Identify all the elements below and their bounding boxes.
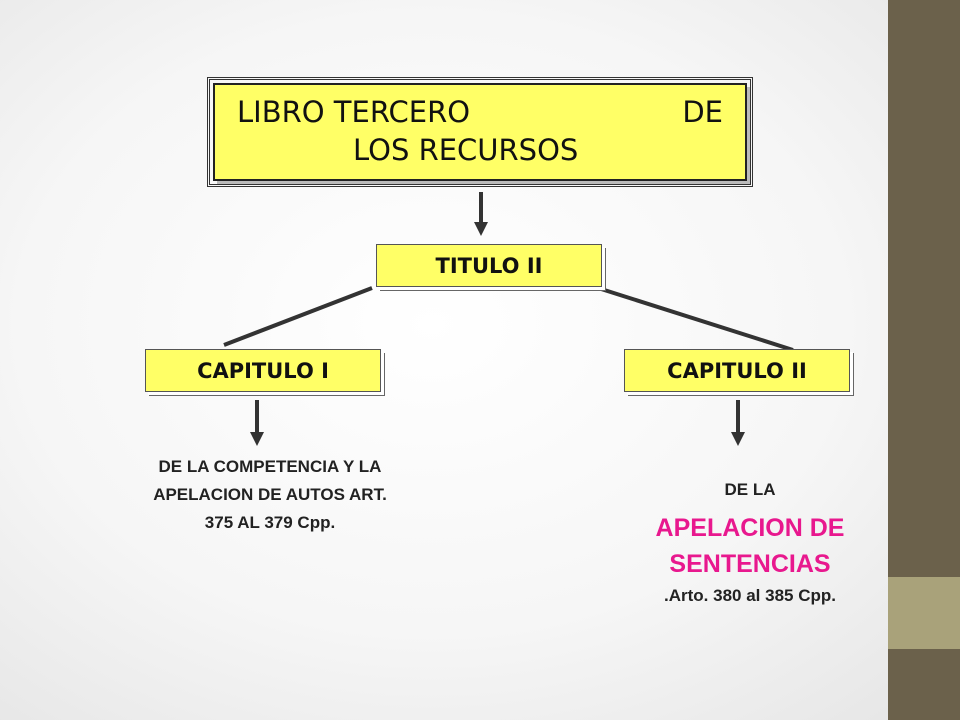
capitulo-1-desc-line2: APELACION DE AUTOS ART. xyxy=(153,485,387,504)
capitulo-2-desc-highlight-2: SENTENCIAS xyxy=(669,550,831,578)
capitulo-2-desc-articles: .Arto. 380 al 385 Cpp. xyxy=(664,586,836,605)
titulo-box: TITULO II xyxy=(376,244,602,287)
capitulo-2-desc-pre: DE LA xyxy=(724,480,776,499)
connector-titulo-to-cap1 xyxy=(223,286,373,347)
main-title-line2: LOS RECURSOS xyxy=(353,133,579,167)
arrowhead-titulo xyxy=(474,222,488,236)
capitulo-1-box: CAPITULO I xyxy=(145,349,381,392)
capitulo-2-desc-highlight-1: APELACION DE xyxy=(655,514,845,542)
main-title-box: LIBRO TERCERO DE LOS RECURSOS xyxy=(207,77,753,187)
side-decoration-accent xyxy=(888,577,960,649)
capitulo-1-label: CAPITULO I xyxy=(197,358,329,383)
titulo-label: TITULO II xyxy=(435,253,543,278)
arrowhead-cap1 xyxy=(250,432,264,446)
capitulo-1-desc-line1: DE LA COMPETENCIA Y LA xyxy=(158,457,382,476)
main-title-de: DE xyxy=(682,95,723,129)
capitulo-2-box: CAPITULO II xyxy=(624,349,850,392)
capitulo-2-label: CAPITULO II xyxy=(667,358,807,383)
connector-titulo-to-cap2 xyxy=(597,286,794,352)
arrowhead-cap2 xyxy=(731,432,745,446)
capitulo-2-description: DE LA APELACION DE SENTENCIAS .Arto. 380… xyxy=(610,478,890,608)
capitulo-1-description: DE LA COMPETENCIA Y LA APELACION DE AUTO… xyxy=(90,453,450,537)
main-title-libro: LIBRO TERCERO xyxy=(237,95,471,129)
capitulo-1-desc-line3: 375 AL 379 Cpp. xyxy=(204,513,336,532)
main-title-line1: LIBRO TERCERO DE xyxy=(237,95,723,129)
